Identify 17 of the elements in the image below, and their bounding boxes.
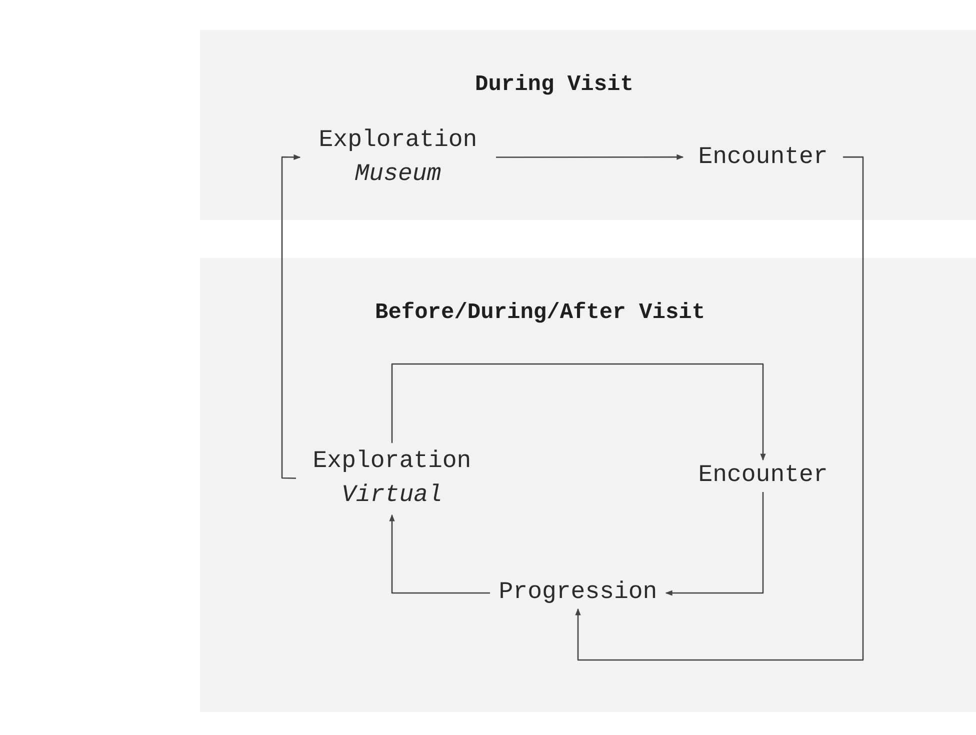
panel-title: During Visit (475, 72, 634, 97)
panel-title: Before/During/After Visit (375, 300, 706, 325)
arrow (389, 514, 490, 594)
node-label: Encounter (698, 143, 828, 173)
node-label: Exploration (312, 447, 472, 477)
node-label: Progression (498, 578, 658, 608)
node-label: Encounter (698, 461, 828, 491)
node-subtitle: Museum (354, 160, 442, 190)
node-label: Exploration (318, 126, 478, 156)
arrow (665, 492, 764, 596)
panel-band (200, 258, 976, 712)
panel-band (200, 30, 976, 220)
arrow (281, 154, 301, 479)
node-subtitle: Virtual (342, 481, 442, 511)
arrow (391, 363, 766, 461)
arrow (496, 154, 684, 160)
arrow (575, 156, 864, 661)
